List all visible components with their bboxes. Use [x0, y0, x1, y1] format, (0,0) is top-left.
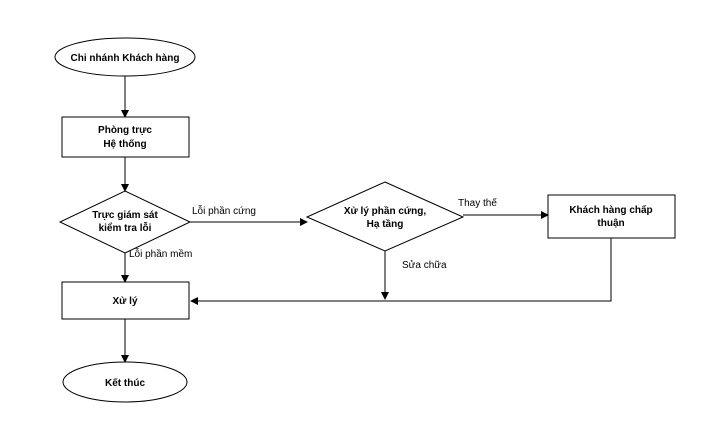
customer-approval-node	[547, 194, 676, 239]
customer-label-line2: thuận	[597, 218, 624, 229]
start-node-label: Chi nhánh Khách hàng	[71, 53, 180, 64]
hardware-decision-node	[305, 181, 465, 252]
edge-label-repair: Sửa chữa	[402, 259, 447, 271]
system-duty-label-line2: Hệ thống	[103, 138, 146, 150]
end-node	[62, 361, 188, 403]
monitor-label-line2: kiểm tra lỗi	[99, 221, 152, 234]
hardware-label-line2: Hạ tầng	[367, 218, 404, 230]
process-node	[61, 281, 190, 320]
start-node	[54, 37, 196, 77]
hardware-label-line1: Xử lý phần cứng,	[344, 205, 426, 217]
system-duty-label-line1: Phòng trực	[98, 125, 152, 136]
end-node-label: Kết thúc	[105, 377, 145, 389]
edge-label-replace: Thay thế	[458, 197, 497, 209]
monitor-decision-node	[58, 190, 192, 254]
edge-label-software-error: Lỗi phần mềm	[129, 247, 192, 260]
system-duty-node	[61, 116, 190, 158]
monitor-label-line1: Trực giám sát	[92, 210, 158, 221]
customer-label-line1: Khách hàng chấp	[569, 204, 652, 216]
edge-customer-return	[190, 238, 612, 305]
edge-label-hardware-error: Lỗi phần cứng	[192, 204, 256, 217]
process-label: Xử lý	[112, 296, 137, 307]
